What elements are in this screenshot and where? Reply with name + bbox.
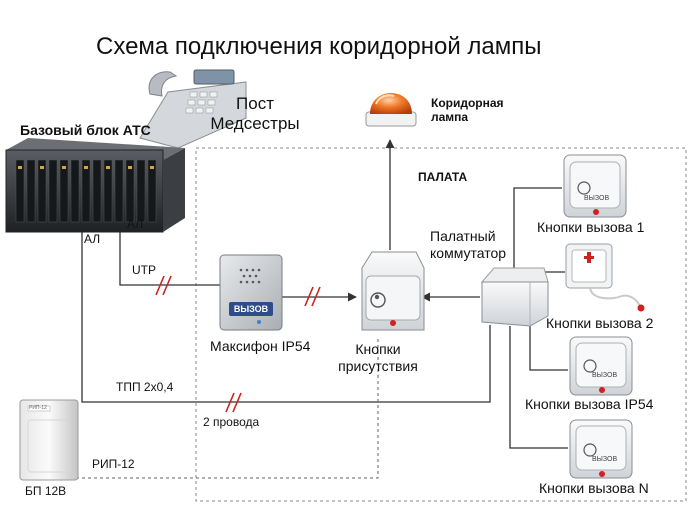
ward-dashed-frame <box>195 147 687 502</box>
utp-label: UTP <box>132 263 156 277</box>
power-supply-icon <box>19 399 79 481</box>
psu-model-label: РИП-12 <box>92 457 135 471</box>
ward-switch-label: Палатный коммутатор <box>430 228 506 262</box>
call-button-2-icon <box>565 243 645 312</box>
call-button-ip54-label: Кнопки вызова IP54 <box>525 396 654 412</box>
corridor-lamp-line-1: Коридорная <box>431 96 504 110</box>
al-label-right: АЛ <box>127 217 144 231</box>
wire-utp <box>119 212 220 286</box>
call-button-n-icon <box>569 419 633 479</box>
call-button-ip54-text: ВЫЗОВ <box>592 372 618 379</box>
pbx-rack-icon <box>5 138 185 233</box>
switch-line-2: коммутатор <box>430 244 507 261</box>
maxi-slash-1 <box>304 286 314 307</box>
wire-tpp <box>81 232 491 403</box>
call-button-ip54-icon <box>569 336 633 396</box>
switch-line-1: Палатный <box>430 228 496 244</box>
base-unit-label: Базовый блок АТС <box>20 122 151 138</box>
utp-slash-1 <box>155 275 165 296</box>
corridor-lamp-line-2: лампа <box>431 110 469 125</box>
presence-button-icon <box>361 251 425 331</box>
call-button-n-label: Кнопки вызова N <box>539 480 649 496</box>
maxi-slash-2 <box>311 286 321 307</box>
psu-label: БП 12В <box>25 484 67 498</box>
call-button-n-text: ВЫЗОВ <box>592 456 618 463</box>
tpp-slash-1 <box>225 392 235 413</box>
telephone-icon <box>139 69 247 149</box>
maxifon-sign: ВЫЗОВ <box>233 304 269 314</box>
two-wires-label: 2 провода <box>203 415 260 429</box>
wires <box>81 139 568 449</box>
diagram-title: Схема подключения коридорной лампы <box>96 33 542 60</box>
ward-label: ПАЛАТА <box>418 170 468 184</box>
utp-slash-2 <box>162 275 172 296</box>
wire-call-ip54 <box>529 322 568 371</box>
presence-line-1: Кнопки <box>355 341 401 357</box>
corridor-lamp-label: Коридорная лампа <box>431 96 504 125</box>
call-button-1-icon <box>563 154 627 218</box>
call-button-1-text: ВЫЗОВ <box>584 195 610 202</box>
nurse-post-line-1: Пост <box>236 94 274 113</box>
presence-button-label: Кнопки присутствия <box>328 341 428 375</box>
maxifon-label: Максифон IP54 <box>210 338 311 354</box>
wire-call-n <box>509 326 568 449</box>
corridor-lamp-icon <box>365 93 417 127</box>
nurse-post-label: Пост Медсестры <box>210 94 300 135</box>
wire-call-1 <box>513 187 562 268</box>
al-label-left: АЛ <box>84 232 101 246</box>
tpp-slash-2 <box>232 392 242 413</box>
cable-marks <box>155 275 321 413</box>
presence-line-2: присутствия <box>338 357 418 374</box>
wire-psu-dashed <box>70 338 379 479</box>
ward-switch-icon <box>480 267 549 327</box>
call-button-1-label: Кнопки вызова 1 <box>537 219 645 235</box>
maxifon-icon <box>219 254 283 331</box>
nurse-post-line-2: Медсестры <box>210 114 300 134</box>
tpp-cable-label: ТПП 2х0,4 <box>116 380 174 394</box>
psu-face-text: РИП-12 <box>29 405 47 411</box>
call-button-2-label: Кнопки вызова 2 <box>546 315 654 331</box>
